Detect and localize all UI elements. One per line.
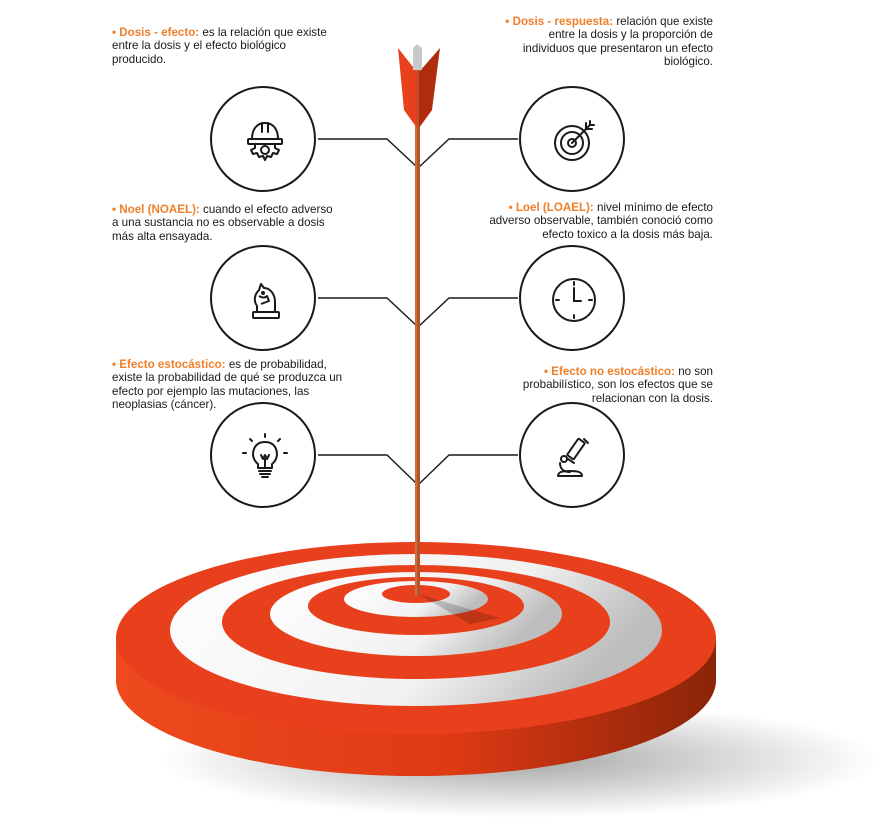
- item-estocastico-text: • Efecto estocástico: es de probabilidad…: [112, 358, 343, 412]
- term-label: • Efecto estocástico:: [112, 358, 226, 371]
- icon-circle-6: [519, 402, 625, 508]
- icon-circle-2: [519, 86, 625, 192]
- connector-2: [417, 138, 518, 169]
- connector-5: [318, 454, 419, 486]
- connector-4: [417, 297, 518, 328]
- term-label: • Noel (NOAEL):: [112, 203, 200, 216]
- item-no-estocastico-text: • Efecto no estocástico: no son probabil…: [522, 365, 713, 405]
- arrow: [398, 44, 440, 596]
- target-arrow-icon: [554, 120, 595, 161]
- arrow-fletching-right: [419, 48, 440, 128]
- connector-6: [417, 454, 518, 486]
- connector-lines: [318, 138, 518, 486]
- term-label: • Efecto no estocástico:: [543, 365, 675, 378]
- term-label: • Dosis - efecto:: [112, 26, 200, 39]
- arrow-shadow: [418, 594, 500, 624]
- item-noel-text: • Noel (NOAEL): cuando el efecto adverso…: [112, 203, 333, 243]
- arrow-nock: [413, 44, 422, 70]
- icon-circle-1: [210, 86, 316, 192]
- icon-circle-4: [519, 245, 625, 351]
- connector-1: [318, 138, 419, 169]
- connector-3: [318, 297, 419, 328]
- icon-circle-3: [210, 245, 316, 351]
- lightbulb-icon: [242, 433, 288, 478]
- arrow-shaft: [415, 60, 420, 596]
- chess-knight-icon: [252, 283, 280, 319]
- term-label: • Dosis - respuesta:: [505, 15, 614, 28]
- term-label: • Loel (LOAEL):: [508, 201, 594, 214]
- item-dosis-respuesta-text: • Dosis - respuesta: relación que existe…: [505, 15, 713, 69]
- hard-hat-gear-icon: [247, 122, 283, 161]
- icon-circle-5: [210, 402, 316, 508]
- item-dosis-efecto-text: • Dosis - efecto: es la relación que exi…: [112, 26, 327, 66]
- item-loel-text: • Loel (LOAEL): nivel mínimo de efecto a…: [489, 201, 713, 241]
- clock-icon: [552, 278, 596, 322]
- microscope-icon: [557, 437, 589, 477]
- arrow-fletching-left: [398, 48, 417, 128]
